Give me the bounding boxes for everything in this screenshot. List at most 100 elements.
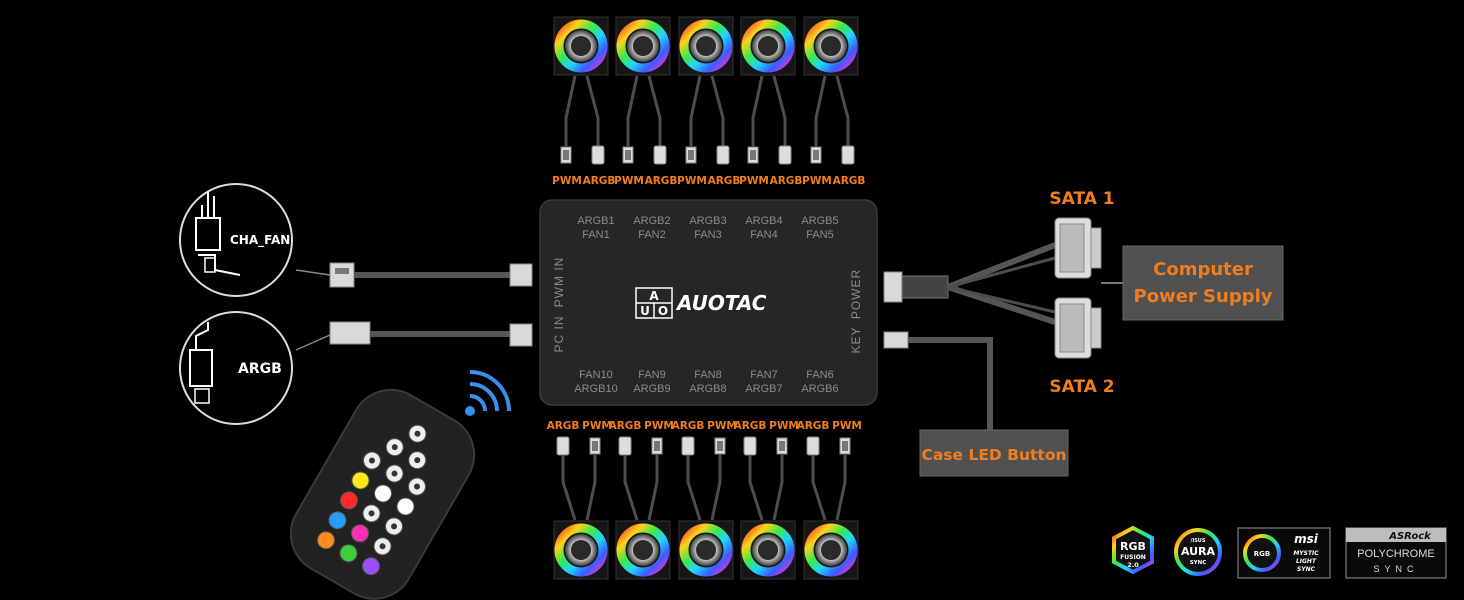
- top-argb-plug-4: [778, 145, 792, 165]
- hub-top-port-labels: ARGB1FAN1ARGB2FAN2ARGB3FAN3ARGB4FAN4ARGB…: [577, 215, 838, 241]
- top-pwm-plug-2: [622, 146, 634, 164]
- svg-text:LIGHT: LIGHT: [1296, 558, 1317, 565]
- svg-text:POLYCHROME: POLYCHROME: [1357, 548, 1434, 560]
- top-pwm-plug-1: [560, 146, 572, 164]
- remote-button: [339, 544, 358, 563]
- remote-button: [339, 491, 358, 510]
- bottom-pwm-plug-3: [714, 437, 726, 455]
- hub-argb-port-label: ARGB10: [574, 383, 617, 395]
- fan-hub: ARGB1FAN1ARGB2FAN2ARGB3FAN3ARGB4FAN4ARGB…: [539, 199, 878, 406]
- hub-fan-port-label: FAN10: [579, 369, 613, 381]
- hub-argb-port-label: ARGB8: [689, 383, 726, 395]
- hub-argb-port-label: ARGB5: [801, 215, 838, 227]
- top-argb-plug-1: [591, 145, 605, 165]
- top-pin-label: PWM: [677, 175, 707, 187]
- svg-text:msi: msi: [1294, 532, 1319, 546]
- top-fan-row: [553, 16, 859, 76]
- hub-argb-port-label: ARGB6: [801, 383, 838, 395]
- bottom-fan-4: [740, 520, 796, 580]
- remote-button: [351, 471, 370, 490]
- svg-text:/ISUS: /ISUS: [1191, 538, 1206, 544]
- pc-in-plug: [509, 323, 533, 347]
- bottom-pin-label: PWM: [832, 420, 862, 432]
- bottom-pin-label: PWM: [769, 420, 799, 432]
- bottom-fan-row: [553, 520, 859, 580]
- rgb-remote: [289, 370, 511, 600]
- sata-2-label: SATA 2: [1049, 377, 1114, 397]
- bottom-pwm-plug-1: [589, 437, 601, 455]
- cha-fan-connection: CHA_FAN: [179, 183, 533, 297]
- top-pin-label: ARGB: [645, 175, 678, 187]
- argb-header-connection: ARGB: [179, 311, 533, 425]
- top-pwm-plug-4: [747, 146, 759, 164]
- remote-button: [362, 557, 381, 576]
- hub-bottom-port-labels: FAN10ARGB10FAN9ARGB9FAN8ARGB8FAN7ARGB7FA…: [574, 369, 838, 395]
- bottom-pin-label: PWM: [644, 420, 674, 432]
- power-label: POWER: [849, 269, 863, 319]
- bottom-fan-2: [615, 520, 671, 580]
- svg-text:RGB: RGB: [1120, 540, 1146, 553]
- sata-2-connector: [1054, 297, 1102, 359]
- bottom-pin-label: ARGB: [547, 420, 580, 432]
- bottom-argb-plug-1: [556, 436, 570, 456]
- hub-argb-port-label: ARGB9: [633, 383, 670, 395]
- bottom-pin-label: ARGB: [734, 420, 767, 432]
- hub-argb-port-label: ARGB3: [689, 215, 726, 227]
- sata-1-label: SATA 1: [1049, 189, 1114, 209]
- remote-button: [374, 484, 392, 503]
- asrock-polychrome-sync-logo: ASRock POLYCHROME SYNC: [1345, 527, 1447, 579]
- brand-name: AUOTAC: [675, 291, 767, 315]
- hub-fan-port-label: FAN1: [582, 229, 610, 241]
- bottom-pin-label: PWM: [582, 420, 612, 432]
- psu-line-1: Computer: [1153, 259, 1253, 280]
- top-pwm-plug-5: [810, 146, 822, 164]
- hub-brand-logo: A U O AUOTAC: [635, 287, 767, 319]
- key-label: KEY: [849, 326, 863, 353]
- bottom-pwm-plug-5: [839, 437, 851, 455]
- bottom-fan-1: [553, 520, 609, 580]
- remote-button: [328, 511, 347, 530]
- bottom-pin-label: ARGB: [609, 420, 642, 432]
- asus-aura-sync-logo: /ISUS AURA SYNC: [1174, 528, 1222, 576]
- bottom-argb-plug-4: [743, 436, 757, 456]
- top-pin-label: ARGB: [770, 175, 803, 187]
- remote-button: [316, 531, 335, 550]
- cha-fan-label: CHA_FAN: [230, 233, 290, 248]
- top-fan-3: [678, 16, 734, 76]
- psu-line-2: Power Supply: [1134, 286, 1273, 307]
- sata-1-connector: [1054, 217, 1102, 279]
- logo-letter-a: A: [649, 289, 659, 303]
- hub-argb-port-label: ARGB2: [633, 215, 670, 227]
- hub-fan-port-label: FAN2: [638, 229, 666, 241]
- hub-fan-port-label: FAN8: [694, 369, 722, 381]
- cha-fan-plug: [329, 262, 355, 288]
- top-pin-label: PWM: [614, 175, 644, 187]
- argb-plug: [329, 321, 371, 345]
- bottom-argb-plug-3: [681, 436, 695, 456]
- top-pin-label: PWM: [739, 175, 769, 187]
- pwm-in-plug: [509, 263, 533, 287]
- hub-argb-port-label: ARGB7: [745, 383, 782, 395]
- svg-text:SYNC: SYNC: [1297, 566, 1316, 573]
- svg-text:MYSTIC: MYSTIC: [1293, 550, 1319, 557]
- hub-argb-port-label: ARGB4: [745, 215, 782, 227]
- bottom-pwm-plug-4: [776, 437, 788, 455]
- gigabyte-rgb-fusion-logo: RGB FUSION 2.0: [1112, 525, 1154, 575]
- top-fan-cables: [560, 75, 855, 165]
- hub-fan-port-label: FAN5: [806, 229, 834, 241]
- top-pwm-plug-3: [685, 146, 697, 164]
- case-led-button-cable: Case LED Button: [883, 331, 1069, 477]
- svg-text:SYNC: SYNC: [1190, 560, 1207, 566]
- top-fan-1: [553, 16, 609, 76]
- svg-text:FUSION: FUSION: [1120, 554, 1146, 561]
- logo-letter-o: O: [658, 304, 668, 318]
- hub-fan-port-label: FAN7: [750, 369, 778, 381]
- top-fan-4: [740, 16, 796, 76]
- bottom-pin-label: ARGB: [672, 420, 705, 432]
- bottom-argb-plug-5: [806, 436, 820, 456]
- svg-text:AURA: AURA: [1181, 545, 1216, 558]
- svg-text:SYNC: SYNC: [1373, 564, 1418, 574]
- top-fan-2: [615, 16, 671, 76]
